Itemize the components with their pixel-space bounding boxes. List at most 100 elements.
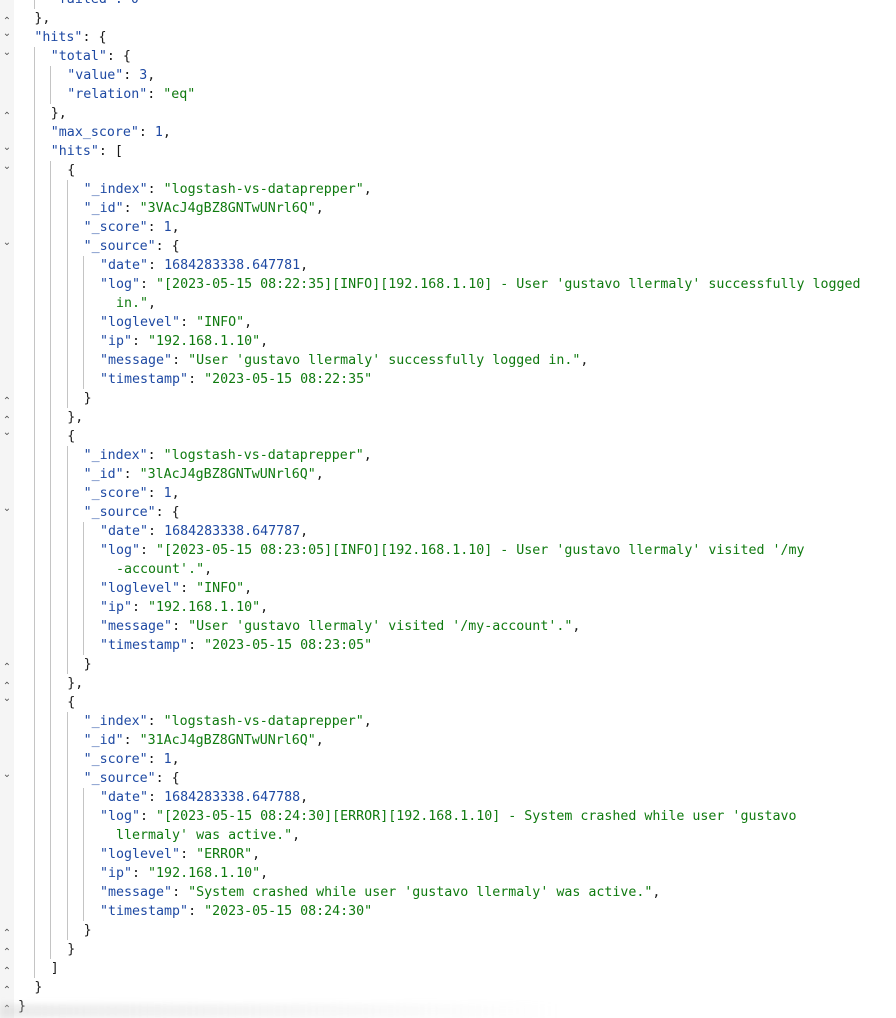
chevron-down-icon[interactable]: ⌄ (2, 693, 12, 704)
indent-guide (50, 66, 52, 85)
token-pun: : (172, 353, 189, 368)
indent-guide (83, 541, 85, 560)
token-str: "eq" (163, 87, 196, 102)
chevron-up-icon[interactable]: ⌃ (2, 947, 12, 958)
code-text: "_score": 1, (84, 218, 180, 237)
token-key: "_score" (83, 486, 148, 501)
token-pun: : (180, 847, 197, 862)
token-pun: : { (155, 771, 180, 786)
indent-guide (50, 921, 52, 940)
indent-guide (83, 864, 85, 883)
token-pun: : (148, 524, 165, 539)
code-line: "_id": "3VAcJ4gBZ8GNTwUNrl6Q", (0, 199, 896, 218)
token-key: "log" (100, 543, 141, 558)
chevron-up-icon[interactable]: ⌃ (2, 111, 12, 122)
chevron-up-icon[interactable]: ⌃ (2, 985, 12, 996)
indent-guide (50, 598, 52, 617)
token-key: "_score" (83, 752, 148, 767)
token-pun: , (171, 220, 180, 235)
token-str: "logstash-vs-dataprepper" (163, 714, 364, 729)
indent-guide (34, 522, 35, 541)
code-line: ⌄"hits": { (0, 28, 896, 47)
token-pun: : (138, 125, 155, 140)
indent-guide (83, 883, 85, 902)
chevron-up-icon[interactable]: ⌃ (2, 1004, 12, 1015)
chevron-up-icon[interactable]: ⌃ (2, 966, 12, 977)
indent-guide (50, 826, 52, 845)
chevron-down-icon[interactable]: ⌄ (2, 503, 12, 514)
token-key: "_index" (83, 182, 148, 197)
chevron-up-icon[interactable]: ⌃ (2, 662, 12, 673)
indent-guide (34, 750, 35, 769)
chevron-down-icon[interactable]: ⌄ (2, 237, 12, 248)
indent-guide (50, 85, 52, 104)
chevron-up-icon[interactable]: ⌃ (2, 928, 12, 939)
chevron-down-icon[interactable]: ⌄ (2, 28, 12, 39)
code-text: "_source": { (84, 237, 180, 256)
chevron-up-icon[interactable]: ⌃ (2, 16, 12, 27)
token-str: "User 'gustavo llermaly' successfully lo… (188, 353, 581, 368)
token-pun: : (147, 448, 164, 463)
code-line: "message": "User 'gustavo llermaly' visi… (0, 617, 896, 636)
indent-guide (34, 598, 35, 617)
chevron-down-icon[interactable]: ⌄ (2, 142, 12, 153)
chevron-down-icon[interactable]: ⌄ (2, 427, 12, 438)
code-line: ⌄{ (0, 161, 896, 180)
code-text: "total": { (51, 47, 131, 66)
token-pun: , (363, 182, 372, 197)
indent-guide (83, 579, 85, 598)
token-pun: }, (67, 410, 84, 425)
code-text: "log": "[2023-05-15 08:24:30][ERROR][192… (100, 807, 796, 826)
indent-guide (50, 161, 52, 180)
chevron-up-icon[interactable]: ⌃ (2, 681, 12, 692)
indent-guide (34, 940, 35, 959)
token-key: "timestamp" (100, 904, 189, 919)
token-pun: } (34, 980, 43, 995)
token-pun: , (204, 562, 213, 577)
indent-guide (34, 47, 35, 66)
indent-guide (34, 0, 35, 9)
indent-guide (50, 427, 52, 446)
chevron-down-icon[interactable]: ⌄ (2, 769, 12, 780)
code-text: "_source": { (84, 503, 180, 522)
indent-guide (50, 275, 52, 294)
token-key: "message" (100, 619, 173, 634)
token-pun: : (140, 543, 157, 558)
chevron-down-icon[interactable]: ⌄ (2, 47, 12, 58)
token-key: "timestamp" (100, 638, 189, 653)
code-line: "_score": 1, (0, 484, 896, 503)
indent-guide (34, 218, 35, 237)
indent-guide (66, 484, 68, 503)
code-text: }, (67, 674, 83, 693)
chevron-up-icon[interactable]: ⌃ (2, 415, 12, 426)
code-text: "date": 1684283338.647781, (100, 256, 308, 275)
token-key: "failed" (51, 0, 115, 7)
token-num: 3 (139, 68, 148, 83)
token-str: "192.168.1.10" (148, 866, 261, 881)
indent-guide (66, 731, 68, 750)
indent-guide (50, 807, 52, 826)
token-pun: , (171, 486, 180, 501)
code-line: "_index": "logstash-vs-dataprepper", (0, 712, 896, 731)
chevron-down-icon[interactable]: ⌄ (2, 161, 12, 172)
token-key: "_id" (83, 467, 124, 482)
indent-guide (34, 66, 35, 85)
code-text: }, (67, 408, 83, 427)
token-pun: , (300, 258, 309, 273)
code-text: "date": 1684283338.647788, (100, 788, 308, 807)
code-line: "log": "[2023-05-15 08:24:30][ERROR][192… (0, 807, 896, 826)
code-text: "relation": "eq" (67, 85, 195, 104)
indent-guide (66, 465, 68, 484)
indent-guide (34, 579, 35, 598)
indent-guide (34, 427, 35, 446)
token-num: 1 (163, 752, 172, 767)
indent-guide (66, 294, 68, 313)
token-pun: : (148, 258, 165, 273)
token-pun: : (147, 220, 164, 235)
token-pun: { (67, 429, 76, 444)
code-line: "loglevel": "ERROR", (0, 845, 896, 864)
indent-guide (66, 370, 68, 389)
indent-guide (50, 503, 52, 522)
chevron-up-icon[interactable]: ⌃ (2, 396, 12, 407)
